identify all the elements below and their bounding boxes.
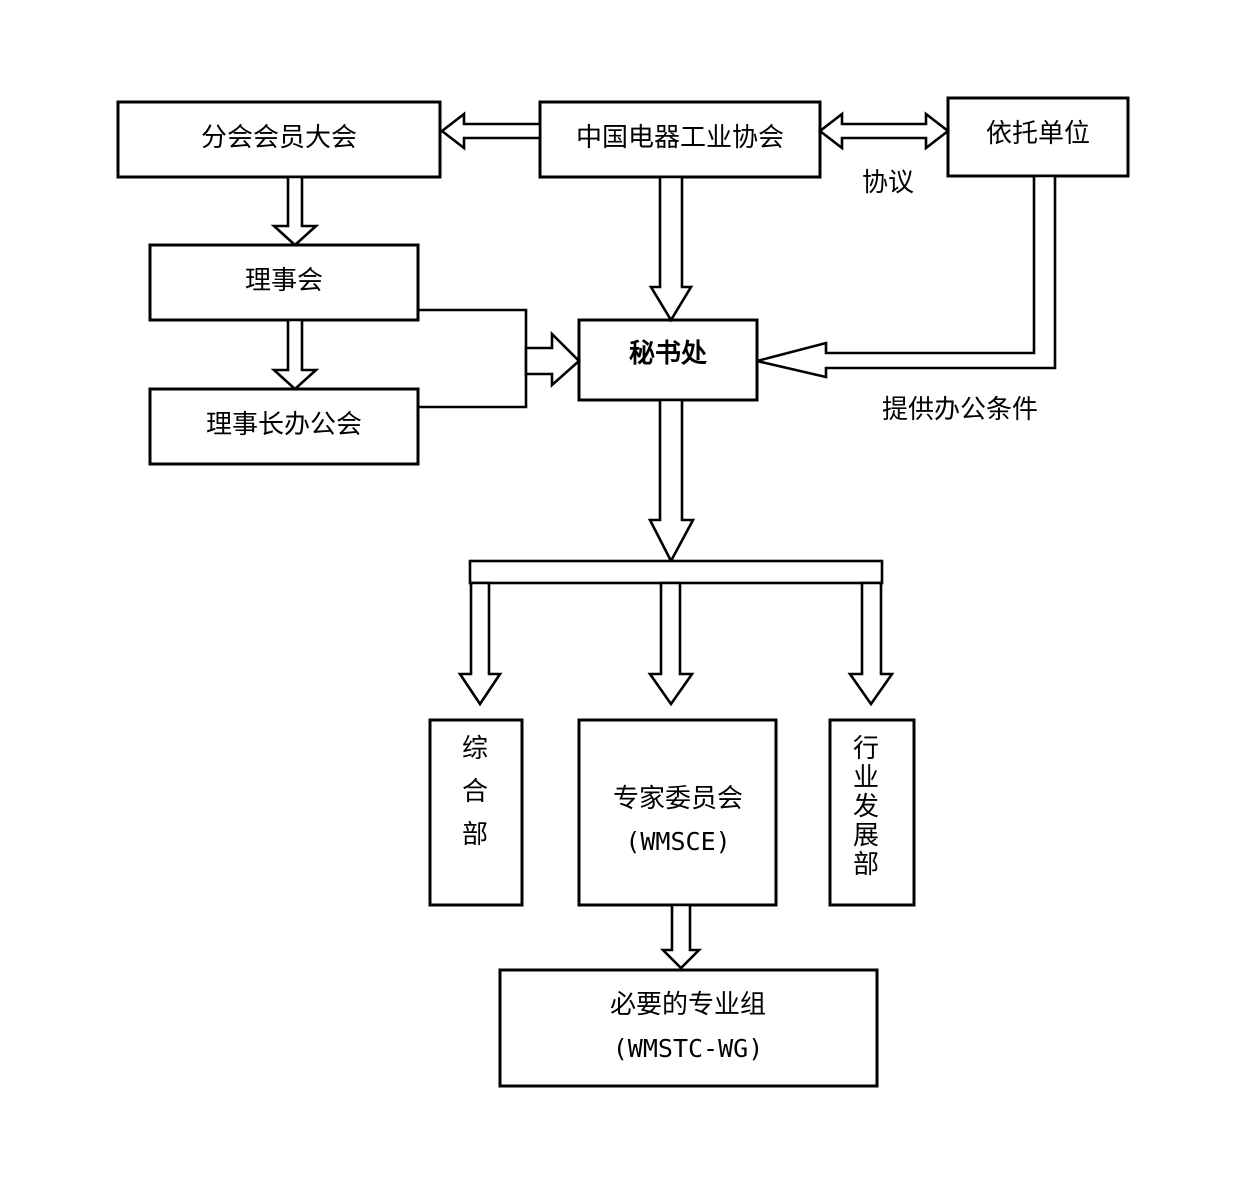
arrow-fenhui-to-lishihui: [270, 175, 320, 247]
zhuanjia-box: [577, 718, 778, 907]
lishizhang-label: 理事长办公会: [206, 410, 362, 440]
arrow-cea-to-mishuchu: [648, 175, 694, 323]
cea-box: [538, 100, 822, 179]
zhuanjia-label: 专家委员会: [613, 784, 743, 814]
arrow-lishi-to-mishuchu: [524, 330, 581, 388]
arrow-lishihui-to-lishizhang: [270, 318, 320, 391]
zonghe-box: [428, 718, 524, 907]
arrow-cea-yituo: [817, 111, 951, 151]
zhuanye-box: [498, 968, 879, 1088]
lishihui-label: 理事会: [245, 266, 323, 296]
yituo-label: 依托单位: [986, 119, 1090, 149]
hangye-char-4: 展: [853, 821, 879, 851]
hangye-box: [828, 718, 916, 907]
cea-label: 中国电器工业协会: [576, 123, 784, 153]
hangye-char-2: 业: [853, 763, 879, 793]
zhuanye-abbr: (WMSTC-WG): [613, 1034, 764, 1063]
lishihui-box: [148, 243, 420, 322]
hangye-char-5: 部: [853, 850, 879, 880]
arrow-zhuanjia-to-zhuanye: [659, 903, 703, 970]
fenhui-box: [116, 100, 442, 179]
arrow-yituo-to-mishuchu: [756, 174, 1057, 379]
zhuanye-label: 必要的专业组: [610, 990, 766, 1020]
mishuchu-label: 秘书处: [629, 338, 707, 369]
lishizhang-box: [148, 387, 420, 466]
xieyi-label: 协议: [862, 168, 914, 198]
zonghe-char-1: 综: [462, 734, 488, 764]
arrow-bus-to-zhuanjia: [647, 581, 695, 707]
zhuanjia-abbr: (WMSCE): [625, 827, 730, 856]
bracket-lishi-to-mishuchu: [418, 308, 528, 409]
distribution-bar: [468, 559, 884, 585]
arrow-bus-to-zonghe: [457, 581, 503, 707]
arrow-cea-to-fenhui: [439, 111, 542, 151]
zonghe-char-3: 部: [462, 820, 488, 850]
arrow-mishuchu-to-bus: [647, 398, 696, 564]
hangye-char-1: 行: [853, 734, 879, 764]
fenhui-label: 分会会员大会: [201, 123, 357, 153]
arrow-bus-to-hangye: [847, 581, 895, 707]
hangye-char-3: 发: [853, 792, 879, 822]
zonghe-char-2: 合: [462, 777, 488, 807]
tigong-label: 提供办公条件: [882, 395, 1038, 425]
